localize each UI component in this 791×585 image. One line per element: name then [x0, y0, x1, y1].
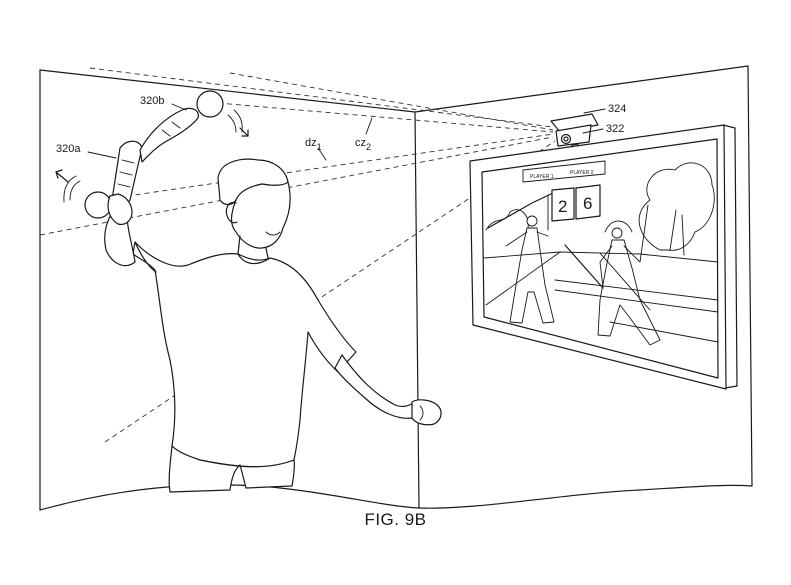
scoreboard-player-1-score: 2 [558, 197, 567, 216]
controller-320a-motion-lines [63, 175, 81, 203]
person-ear [225, 201, 238, 224]
leader-324 [583, 108, 606, 114]
avatar-1-arms [505, 231, 549, 247]
controller-320b [139, 90, 249, 163]
avatar-2-sword-2 [639, 204, 649, 263]
person-shirt [132, 241, 357, 468]
controller-320b-buttons [161, 121, 181, 137]
person-smile [265, 231, 281, 236]
scoreboard-player-2-score: 6 [583, 194, 592, 213]
leader-320a [87, 151, 117, 159]
scoreboard: PLAYER 1 PLAYER 2 2 6 [522, 160, 606, 231]
television: PLAYER 1 PLAYER 2 2 6 [469, 124, 738, 390]
room-floor-line [39, 484, 753, 511]
label-cz2-sub: 2 [366, 142, 371, 152]
controller-320a-buttons [117, 159, 135, 188]
person-neck [237, 235, 269, 259]
tracking-line-dz1 [99, 133, 554, 201]
person-collar [237, 253, 271, 265]
label-322: 322 [606, 123, 624, 135]
scene-shrubs [485, 209, 633, 233]
scoreboard-player-1-label: PLAYER 1 [530, 174, 554, 180]
person-lower-arm [334, 354, 415, 419]
avatar-2-body [597, 239, 661, 346]
label-dz1-main: dz [305, 137, 317, 149]
controller-lower [411, 399, 442, 426]
camera [550, 108, 606, 152]
person-sleeve-left-hem [134, 241, 157, 273]
scene-tree-trunk [669, 209, 685, 256]
person-raised-arm [104, 205, 136, 267]
controller-320a-hand [107, 193, 133, 225]
camera-body [550, 113, 599, 133]
label-320b: 320b [140, 95, 164, 107]
scoreboard-player-2-label: PLAYER 2 [570, 170, 594, 176]
avatar-2-arms [599, 245, 641, 289]
controller-lower-body [411, 399, 442, 426]
leader-322 [582, 128, 604, 134]
person-legs [168, 445, 295, 493]
tracking-line-top-2 [229, 72, 554, 131]
scoreboard-box-1 [551, 187, 575, 222]
tracking-line-wall [39, 136, 554, 236]
label-cz2: cz2 [355, 137, 371, 152]
controller-320a-orb [84, 191, 112, 219]
scene-foreground-slope [609, 321, 719, 343]
arrow-left-icon [55, 169, 69, 183]
avatar-2-sword [564, 244, 604, 289]
leader-cz2 [365, 117, 373, 135]
controller-320b-orb [196, 90, 224, 118]
scene-fence [554, 279, 719, 313]
camera-lens [560, 133, 572, 145]
label-dz1: dz1 [305, 137, 322, 152]
avatar-2-head [611, 227, 623, 239]
scene-tree [638, 162, 715, 251]
scene-road-2 [599, 252, 651, 311]
avatar-player-1 [487, 192, 555, 324]
scene-road [485, 251, 561, 306]
room-corner-edge [414, 111, 420, 509]
game-scene [483, 162, 719, 343]
room-right-edge [747, 65, 753, 487]
reference-labels: 320b 320a 324 322 dz1 cz2 [56, 95, 626, 155]
tracking-line-top [89, 67, 554, 128]
leader-320b [171, 103, 187, 111]
label-cz2-main: cz [355, 137, 366, 149]
scoreboard-box-2 [575, 184, 601, 220]
label-320a: 320a [56, 143, 81, 155]
label-324: 324 [608, 103, 626, 115]
scoreboard-header [522, 160, 606, 183]
arrow-down-right-icon [239, 127, 249, 137]
avatar-1-body [509, 227, 555, 324]
person-face [230, 181, 291, 249]
avatar-1-sword [487, 192, 554, 229]
avatar-1-head [526, 215, 538, 227]
avatar-player-2 [564, 204, 661, 346]
leader-dz1 [317, 147, 327, 161]
camera-lens-inner [563, 136, 569, 142]
tracking-line-controller-b [217, 102, 554, 133]
person [104, 158, 415, 493]
controller-lower-detail [419, 405, 424, 421]
figure-caption: FIG. 9B [364, 510, 427, 529]
label-dz1-sub: 1 [317, 142, 322, 152]
controller-320a [55, 140, 143, 225]
